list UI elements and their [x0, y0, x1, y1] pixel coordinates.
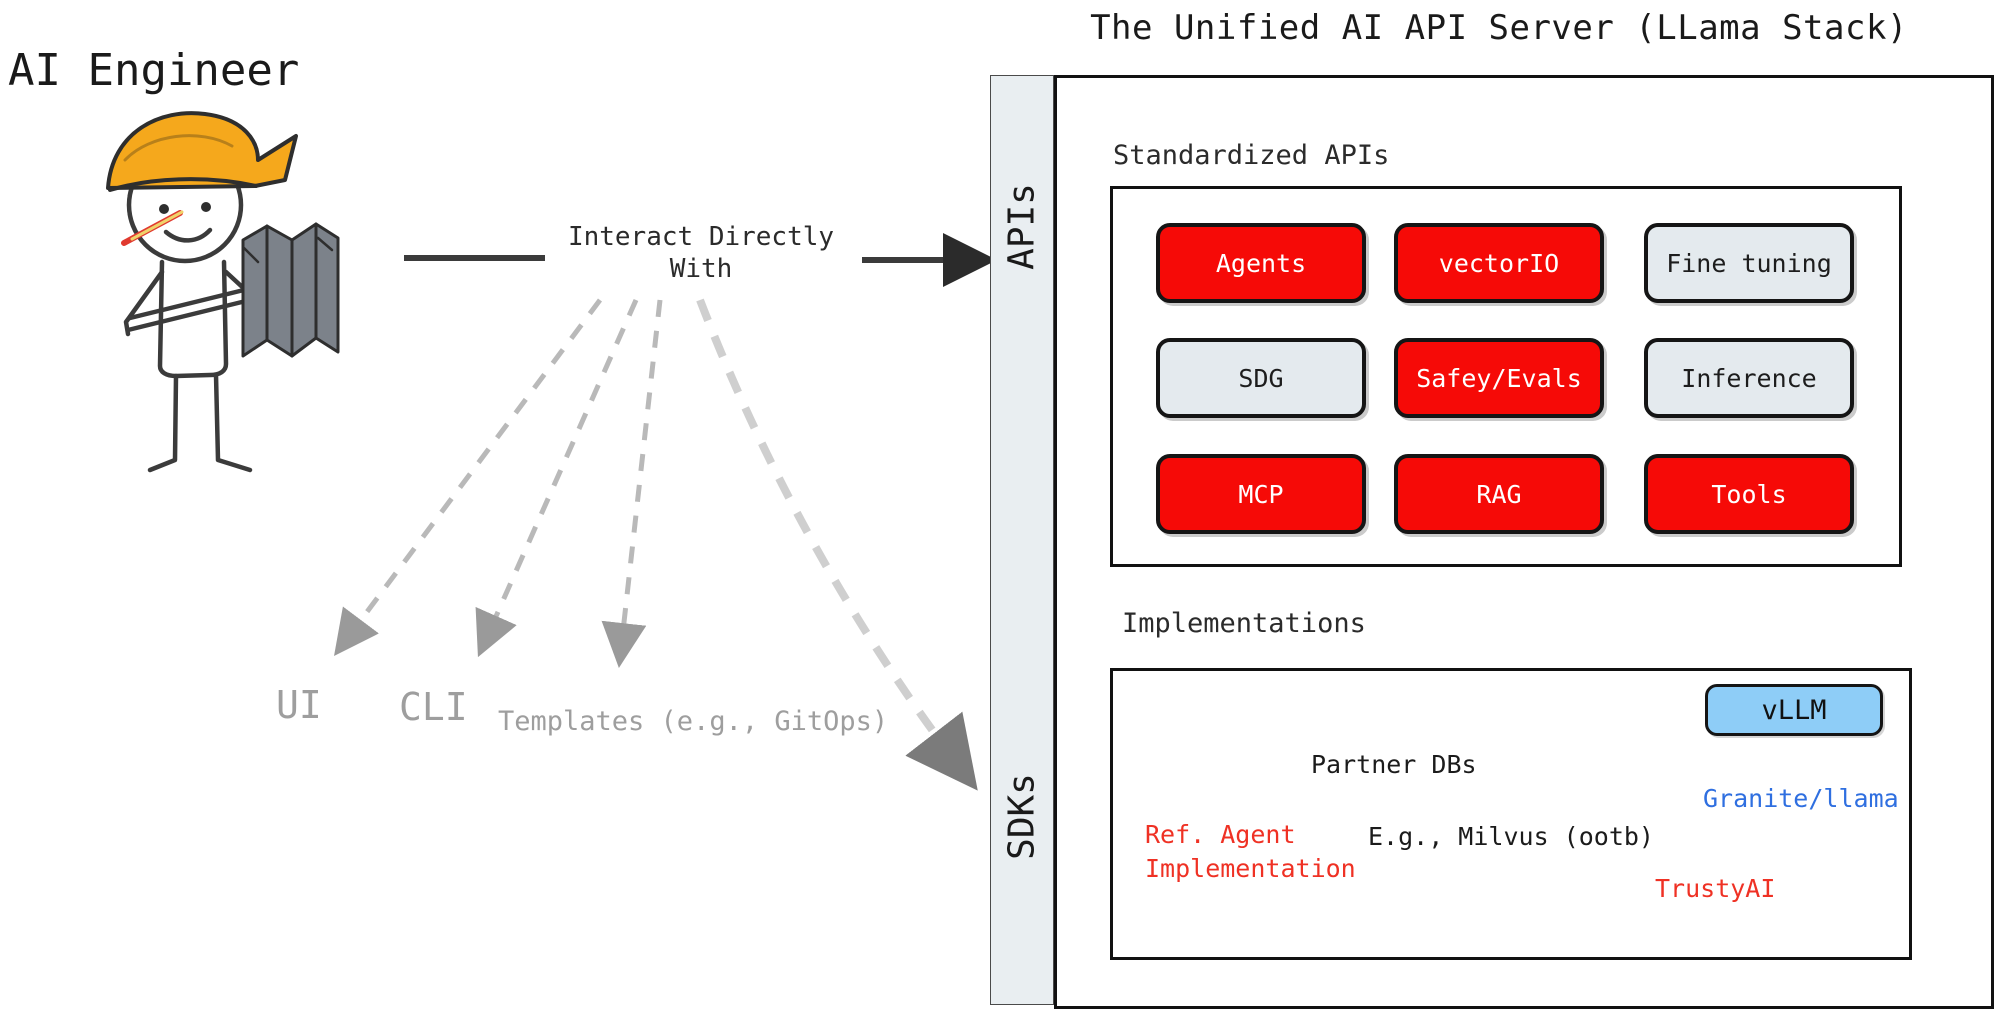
- sidebar-item-apis[interactable]: APIs: [1001, 183, 1043, 270]
- impl-card-vllm[interactable]: vLLM: [1705, 684, 1883, 736]
- actor-label: AI Engineer: [8, 45, 300, 96]
- api-card-vectorio[interactable]: vectorIO: [1394, 223, 1604, 303]
- impl-trustyai: TrustyAI: [1655, 874, 1776, 903]
- stack-sidebar: APIs SDKs: [990, 75, 1054, 1005]
- interact-label: Interact Directly With: [567, 222, 835, 284]
- api-card-rag[interactable]: RAG: [1394, 454, 1604, 534]
- impl-partner-dbs: Partner DBs: [1311, 750, 1477, 779]
- api-card-tools[interactable]: Tools: [1644, 454, 1854, 534]
- api-card-safety-evals[interactable]: Safey/Evals: [1394, 338, 1604, 418]
- target-label-cli: CLI: [399, 685, 468, 729]
- impl-granite-llama: Granite/llama: [1703, 784, 1899, 813]
- implementations-box: [1110, 668, 1912, 960]
- impl-milvus: E.g., Milvus (ootb): [1368, 822, 1654, 851]
- api-card-sdg[interactable]: SDG: [1156, 338, 1366, 418]
- implementations-heading: Implementations: [1122, 608, 1366, 639]
- api-card-fine-tuning[interactable]: Fine tuning: [1644, 223, 1854, 303]
- sidebar-item-sdks[interactable]: SDKs: [1001, 773, 1043, 860]
- target-label-ui: UI: [276, 683, 322, 727]
- page-title: The Unified AI API Server (LLama Stack): [1090, 8, 1908, 48]
- api-card-mcp[interactable]: MCP: [1156, 454, 1366, 534]
- standardized-apis-box: [1110, 186, 1902, 567]
- api-card-agents[interactable]: Agents: [1156, 223, 1366, 303]
- impl-ref-agent-implementation: Ref. Agent Implementation: [1145, 820, 1356, 883]
- standardized-apis-heading: Standardized APIs: [1113, 140, 1390, 171]
- target-label-templates: Templates (e.g., GitOps): [498, 706, 889, 737]
- api-card-inference[interactable]: Inference: [1644, 338, 1854, 418]
